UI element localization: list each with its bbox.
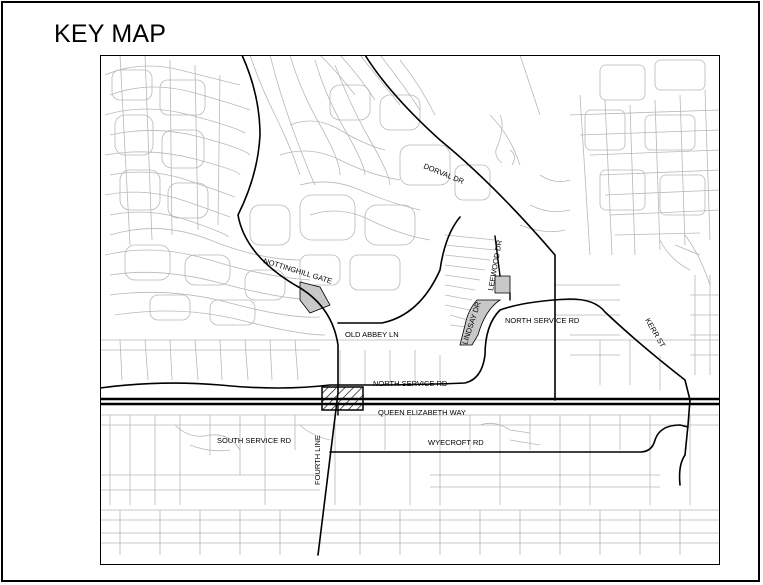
leewood-road: [494, 235, 511, 301]
map-border: [100, 55, 720, 565]
map-svg: DORVAL DR NOTTINGHILL GATE LINDSAY DR LE…: [100, 55, 720, 565]
subject-site-hatch: [321, 386, 364, 411]
site-parcel-leewood: [494, 275, 511, 294]
label-north-service-rd-west: NORTH SERVICE RD: [373, 379, 448, 388]
label-south-service-rd: SOUTH SERVICE RD: [217, 436, 292, 445]
label-kerr-st: KERR ST: [643, 317, 667, 350]
map-title: KEY MAP: [54, 20, 167, 48]
old-abbey-road: [337, 216, 461, 324]
fourth-line-road: [237, 55, 339, 556]
wyecroft-road: [329, 424, 689, 453]
north-service-road: [100, 298, 691, 401]
label-queen-elizabeth-way: QUEEN ELIZABETH WAY: [378, 408, 466, 417]
label-dorval-dr: DORVAL DR: [422, 162, 466, 187]
label-nottinghill-gate: NOTTINGHILL GATE: [262, 256, 333, 285]
street-labels: DORVAL DR NOTTINGHILL GATE LINDSAY DR LE…: [217, 162, 668, 485]
residential-street-grid: [100, 55, 720, 555]
dorval-road: [364, 55, 556, 401]
map-canvas: DORVAL DR NOTTINGHILL GATE LINDSAY DR LE…: [100, 55, 720, 565]
label-wyecroft-rd: WYECROFT RD: [428, 438, 484, 447]
site-areas: [299, 275, 511, 346]
major-roads: [100, 55, 720, 556]
site-parcel-lindsay: [459, 299, 502, 346]
kerr-road-south: [678, 399, 691, 486]
label-fourth-line: FOURTH LINE: [313, 435, 322, 485]
label-north-service-rd-east: NORTH SERVICE RD: [505, 316, 580, 325]
site-parcel-west: [299, 281, 331, 314]
label-old-abbey-ln: OLD ABBEY LN: [345, 330, 399, 339]
